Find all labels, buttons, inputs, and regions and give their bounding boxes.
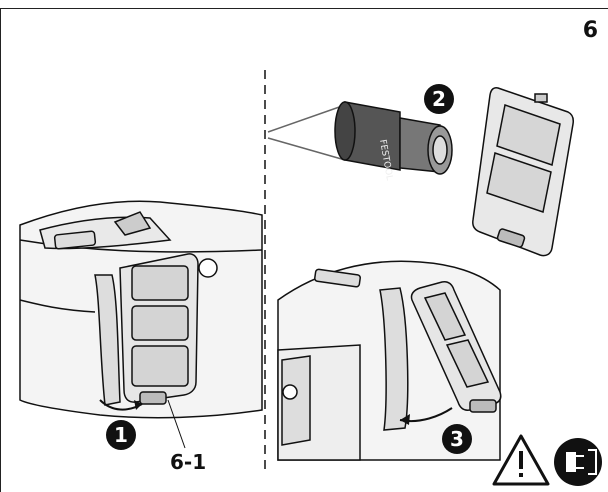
figure-callout-label: 6-1	[170, 450, 207, 474]
top-rule	[0, 8, 608, 9]
leader-line	[167, 399, 186, 449]
detached-cover	[472, 87, 574, 257]
left-cover	[119, 253, 199, 405]
warning-triangle-icon	[492, 434, 550, 486]
step-badge-3: 3	[442, 424, 472, 454]
unplug-power-icon	[554, 438, 602, 486]
step-badge-1: 1	[106, 420, 136, 450]
right-cover	[410, 281, 502, 413]
page-number: 6	[582, 18, 598, 43]
left-rule	[0, 8, 1, 492]
battery-pack	[267, 101, 453, 175]
arrow-3-head	[400, 414, 410, 425]
step-badge-2: 2	[424, 84, 454, 114]
arrow-1-head	[134, 400, 142, 410]
